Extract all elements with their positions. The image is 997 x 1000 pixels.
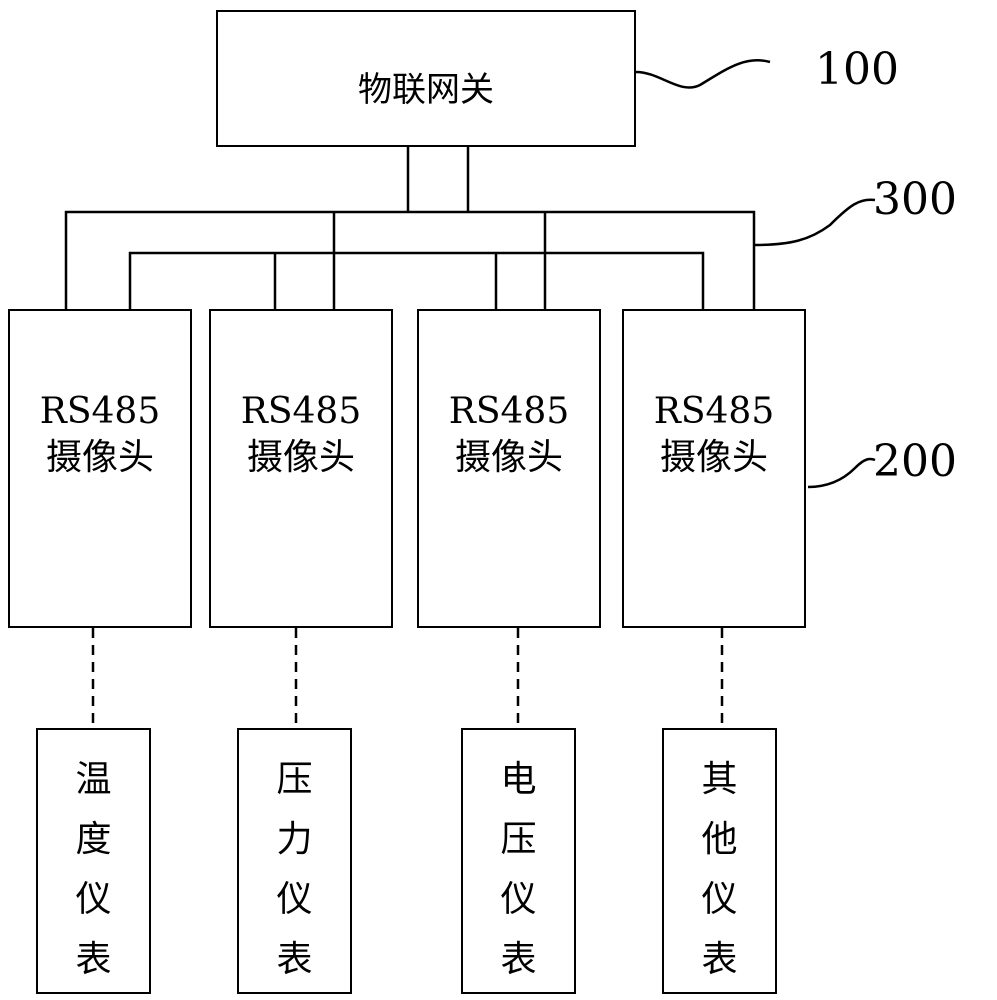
leader-200 <box>807 457 876 489</box>
meter-char: 压 <box>500 819 537 860</box>
meter-char: 压 <box>276 759 313 800</box>
meter-char: 力 <box>276 819 313 860</box>
camera-box: RS485 摄像头 <box>417 309 601 628</box>
meter-char: 度 <box>75 819 112 860</box>
bus-inner <box>128 251 705 309</box>
camera-line2: 摄像头 <box>659 437 768 478</box>
meter-char: 表 <box>701 939 738 980</box>
camera-line1: RS485 <box>240 391 362 432</box>
camera-box: RS485 摄像头 <box>209 309 393 628</box>
meter-char: 其 <box>701 759 738 800</box>
meter-box: 电 压 仪 表 <box>461 728 576 994</box>
bus-outer <box>64 210 756 309</box>
meter-box: 其 他 仪 表 <box>662 728 777 994</box>
ref-300: 300 <box>873 174 957 225</box>
leader-100 <box>635 59 771 89</box>
meter-char: 仪 <box>500 879 537 920</box>
gateway-label: 物联网关 <box>358 70 494 110</box>
meter-char: 温 <box>75 759 112 800</box>
gateway-box: 物联网关 <box>216 10 636 147</box>
camera-line1: RS485 <box>39 391 161 432</box>
ref-200: 200 <box>873 436 957 487</box>
camera-line1: RS485 <box>448 391 570 432</box>
camera-box: RS485 摄像头 <box>622 309 806 628</box>
meter-box: 温 度 仪 表 <box>36 728 151 994</box>
meter-char: 仪 <box>75 879 112 920</box>
camera-line2: 摄像头 <box>454 437 563 478</box>
ref-100: 100 <box>815 44 899 95</box>
meter-char: 表 <box>500 939 537 980</box>
camera-line1: RS485 <box>653 391 775 432</box>
meter-box: 压 力 仪 表 <box>237 728 352 994</box>
meter-char: 表 <box>276 939 313 980</box>
camera-line2: 摄像头 <box>246 437 355 478</box>
leader-300 <box>754 198 876 247</box>
meter-char: 仪 <box>276 879 313 920</box>
meter-char: 电 <box>500 759 537 800</box>
camera-box: RS485 摄像头 <box>8 309 192 628</box>
camera-line2: 摄像头 <box>45 437 154 478</box>
meter-char: 仪 <box>701 879 738 920</box>
meter-char: 他 <box>701 819 738 860</box>
meter-char: 表 <box>75 939 112 980</box>
